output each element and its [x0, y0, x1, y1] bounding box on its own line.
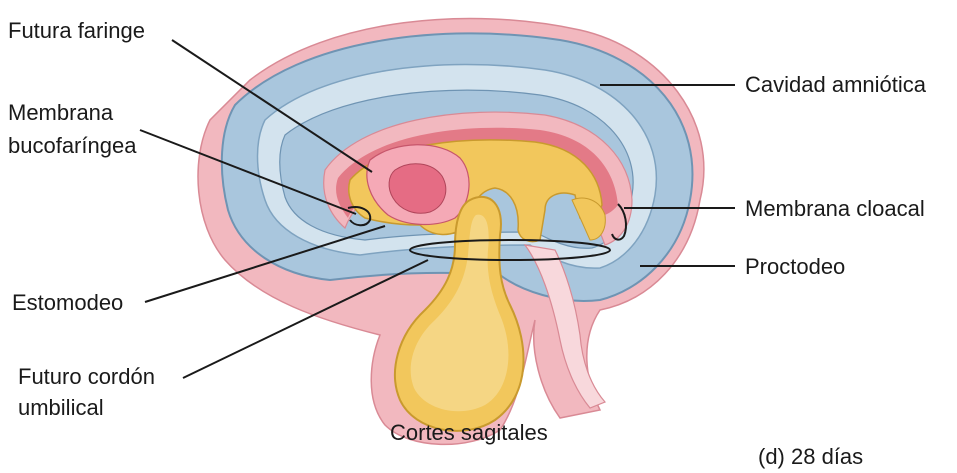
leader-estomodeo [144, 225, 386, 303]
leader-futura-faringe [171, 39, 373, 173]
label-membrana-cloacal: Membrana cloacal [745, 196, 925, 221]
buccopharyngeal-membrane-mark [347, 206, 372, 227]
label-futura-faringe: Futura faringe [8, 18, 145, 43]
pharynx-lumen [388, 163, 447, 214]
cloacal-membrane-mark [611, 203, 627, 241]
label-proctodeo: Proctodeo [745, 254, 845, 279]
yolk-sac-inner [410, 214, 509, 412]
labels: Futura faringe Membrana bucofaríngea Est… [8, 18, 927, 469]
label-membrana-bucofaringea-line1: Membrana [8, 100, 114, 125]
leader-futuro-cordon [182, 259, 429, 379]
label-cavidad-amniotica: Cavidad amniótica [745, 72, 927, 97]
leader-lines [139, 39, 735, 379]
label-estomodeo: Estomodeo [12, 290, 123, 315]
leader-membrana-bucofaringea [139, 129, 357, 215]
hindgut [571, 197, 606, 241]
embryo-illustration [197, 17, 705, 446]
stage-label: (d) 28 días [758, 444, 863, 469]
label-membrana-bucofaringea-line2: bucofaríngea [8, 133, 137, 158]
umbilical-stalk [523, 244, 607, 409]
caption: Cortes sagitales [390, 420, 548, 445]
label-futuro-cordon-line2: umbilical [18, 395, 104, 420]
sagittal-section-ellipse [409, 239, 611, 261]
label-futuro-cordon-line1: Futuro cordón [18, 364, 155, 389]
